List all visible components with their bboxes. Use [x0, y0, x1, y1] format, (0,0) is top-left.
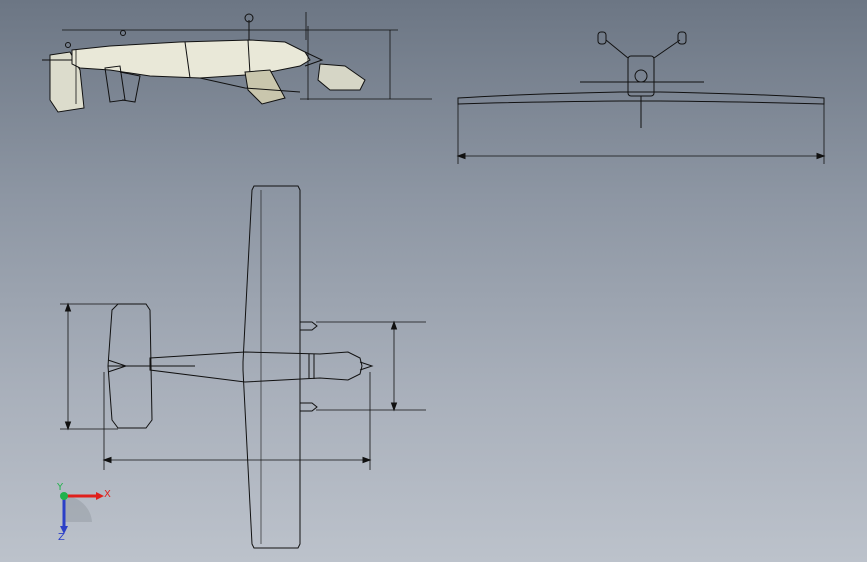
front-dim-arrows: [456, 152, 826, 160]
top-dim-pod-arrows: [390, 320, 398, 412]
side-panel-line: [184, 41, 191, 79]
front-spinner: [634, 69, 648, 83]
front-tail-arm-right: [653, 39, 681, 59]
side-tail-fin: [49, 51, 85, 113]
front-tail-tip-left: [597, 31, 607, 45]
side-marker-2: [120, 30, 126, 36]
side-panel-line-2: [247, 39, 251, 75]
y-axis-label: Y: [56, 482, 64, 493]
front-tail-arm-left: [605, 39, 629, 59]
top-main-wing: [242, 185, 301, 549]
y-axis-dot: [60, 492, 68, 500]
side-gear: [244, 69, 286, 105]
top-dim-tail-arrows: [64, 302, 72, 431]
top-view[interactable]: [60, 185, 426, 549]
top-tail-v: [107, 359, 128, 373]
top-dim-length-arrows: [102, 456, 372, 464]
top-fuselage: [149, 351, 363, 383]
top-pod-upper: [300, 321, 318, 331]
side-antenna-tip: [244, 13, 254, 23]
side-marker: [65, 42, 71, 48]
side-spinner: [304, 51, 324, 67]
x-axis-label: X: [104, 489, 111, 500]
top-horizontal-tail: [107, 303, 153, 429]
front-fuselage: [627, 55, 655, 97]
x-axis-arrowhead: [96, 492, 104, 500]
z-axis-arrowhead: [60, 526, 68, 534]
side-strut: [199, 77, 301, 93]
reference-triad[interactable]: X Y Z: [56, 482, 111, 543]
top-spinner: [359, 361, 374, 371]
front-tail-tip-right: [677, 31, 687, 45]
triad-shadow: [64, 495, 92, 522]
front-view[interactable]: [456, 31, 826, 164]
side-pod: [317, 63, 366, 91]
side-winglet-2: [119, 71, 141, 103]
top-pod-lower: [300, 402, 318, 412]
side-fuselage: [71, 39, 311, 79]
side-view[interactable]: [42, 12, 432, 113]
z-axis-label: Z: [58, 532, 65, 543]
